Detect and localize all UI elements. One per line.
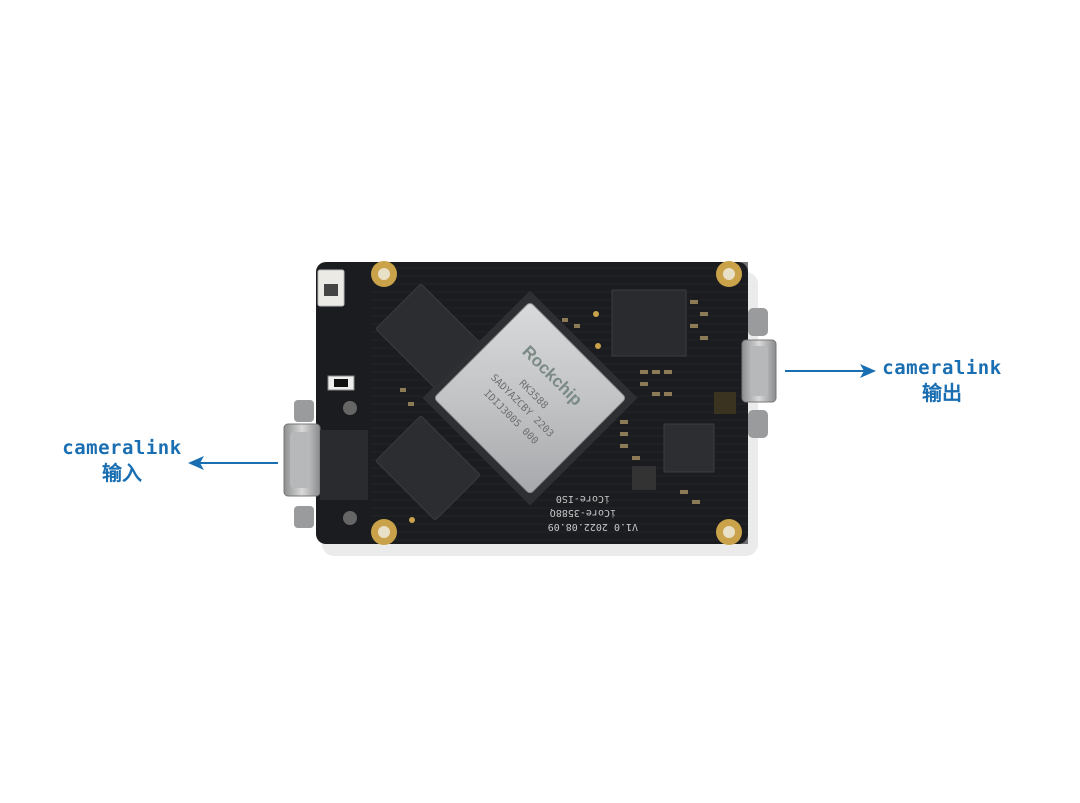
- ram-chip-2: [376, 416, 480, 520]
- silk-line-3: iCore-IS0: [556, 493, 610, 504]
- input-label-en: cameralink: [62, 437, 182, 459]
- mount-hole-tr: [716, 261, 742, 287]
- arrow-right-icon: [785, 364, 876, 378]
- mount-hole-tl: [371, 261, 397, 287]
- mount-hole-bl: [371, 519, 397, 545]
- output-label-zh: 输出: [922, 380, 962, 405]
- cameralink-output-label: cameralink 输出: [872, 357, 1012, 406]
- silk-line-1: V1.0 2022.08.09: [548, 521, 638, 532]
- cameralink-input-label: cameralink 输入: [52, 437, 192, 486]
- qfn-chip: [663, 423, 715, 473]
- output-label-en: cameralink: [882, 357, 1002, 379]
- arrow-left-icon: [188, 456, 278, 470]
- flash-chip: [611, 289, 687, 357]
- input-label-zh: 输入: [102, 460, 142, 485]
- soc-chip: [434, 302, 626, 494]
- silk-line-2: iCore-3588Q: [550, 507, 616, 518]
- mount-hole-br: [716, 519, 742, 545]
